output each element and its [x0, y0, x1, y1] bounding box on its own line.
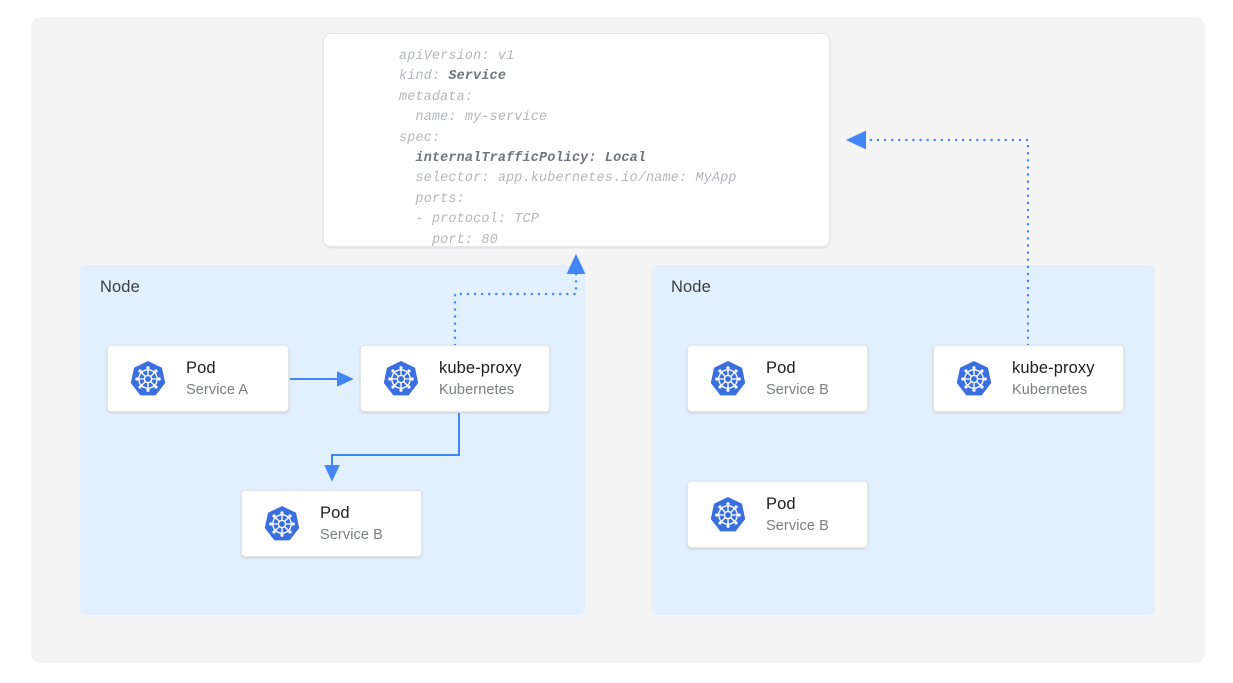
- box-pod-service-b-right-bottom[interactable]: Pod Service B: [687, 481, 868, 548]
- node-label-right: Node: [671, 278, 711, 296]
- node-panel-right: Node: [651, 265, 1155, 615]
- box-subtitle: Service B: [320, 526, 383, 543]
- box-text: Pod Service B: [766, 494, 829, 536]
- box-kube-proxy-right[interactable]: kube-proxy Kubernetes: [933, 345, 1124, 412]
- box-subtitle: Service A: [186, 381, 249, 398]
- kubernetes-logo-icon: [383, 360, 419, 395]
- box-pod-service-b-right-top[interactable]: Pod Service B: [687, 345, 868, 412]
- box-text: Pod Service B: [320, 503, 383, 545]
- node-label-left: Node: [100, 278, 140, 296]
- service-manifest-code: apiVersion: v1 kind: Service metadata: n…: [399, 49, 737, 247]
- box-subtitle: Service B: [766, 517, 829, 534]
- box-text: Pod Service A: [186, 358, 248, 400]
- kubernetes-logo-icon: [710, 496, 746, 531]
- kubernetes-logo-icon: [264, 505, 300, 540]
- box-title: Pod: [766, 494, 796, 513]
- box-subtitle: Service B: [766, 381, 829, 398]
- box-title: Pod: [186, 358, 216, 377]
- box-text: Pod Service B: [766, 358, 829, 400]
- box-subtitle: Kubernetes: [1012, 381, 1088, 398]
- box-kube-proxy-left[interactable]: kube-proxy Kubernetes: [360, 345, 550, 412]
- service-manifest-card: apiVersion: v1 kind: Service metadata: n…: [323, 33, 830, 247]
- box-title: Pod: [766, 358, 796, 377]
- box-pod-service-a[interactable]: Pod Service A: [107, 345, 289, 412]
- box-subtitle: Kubernetes: [439, 381, 515, 398]
- box-pod-service-b-left[interactable]: Pod Service B: [241, 490, 422, 557]
- kubernetes-logo-icon: [710, 360, 746, 395]
- box-text: kube-proxy Kubernetes: [1012, 358, 1095, 400]
- box-title: kube-proxy: [1012, 358, 1095, 377]
- kubernetes-logo-icon: [130, 360, 166, 395]
- node-panel-left: Node: [80, 265, 585, 615]
- kubernetes-logo-icon: [956, 360, 992, 395]
- box-title: Pod: [320, 503, 350, 522]
- box-text: kube-proxy Kubernetes: [439, 358, 522, 400]
- box-title: kube-proxy: [439, 358, 522, 377]
